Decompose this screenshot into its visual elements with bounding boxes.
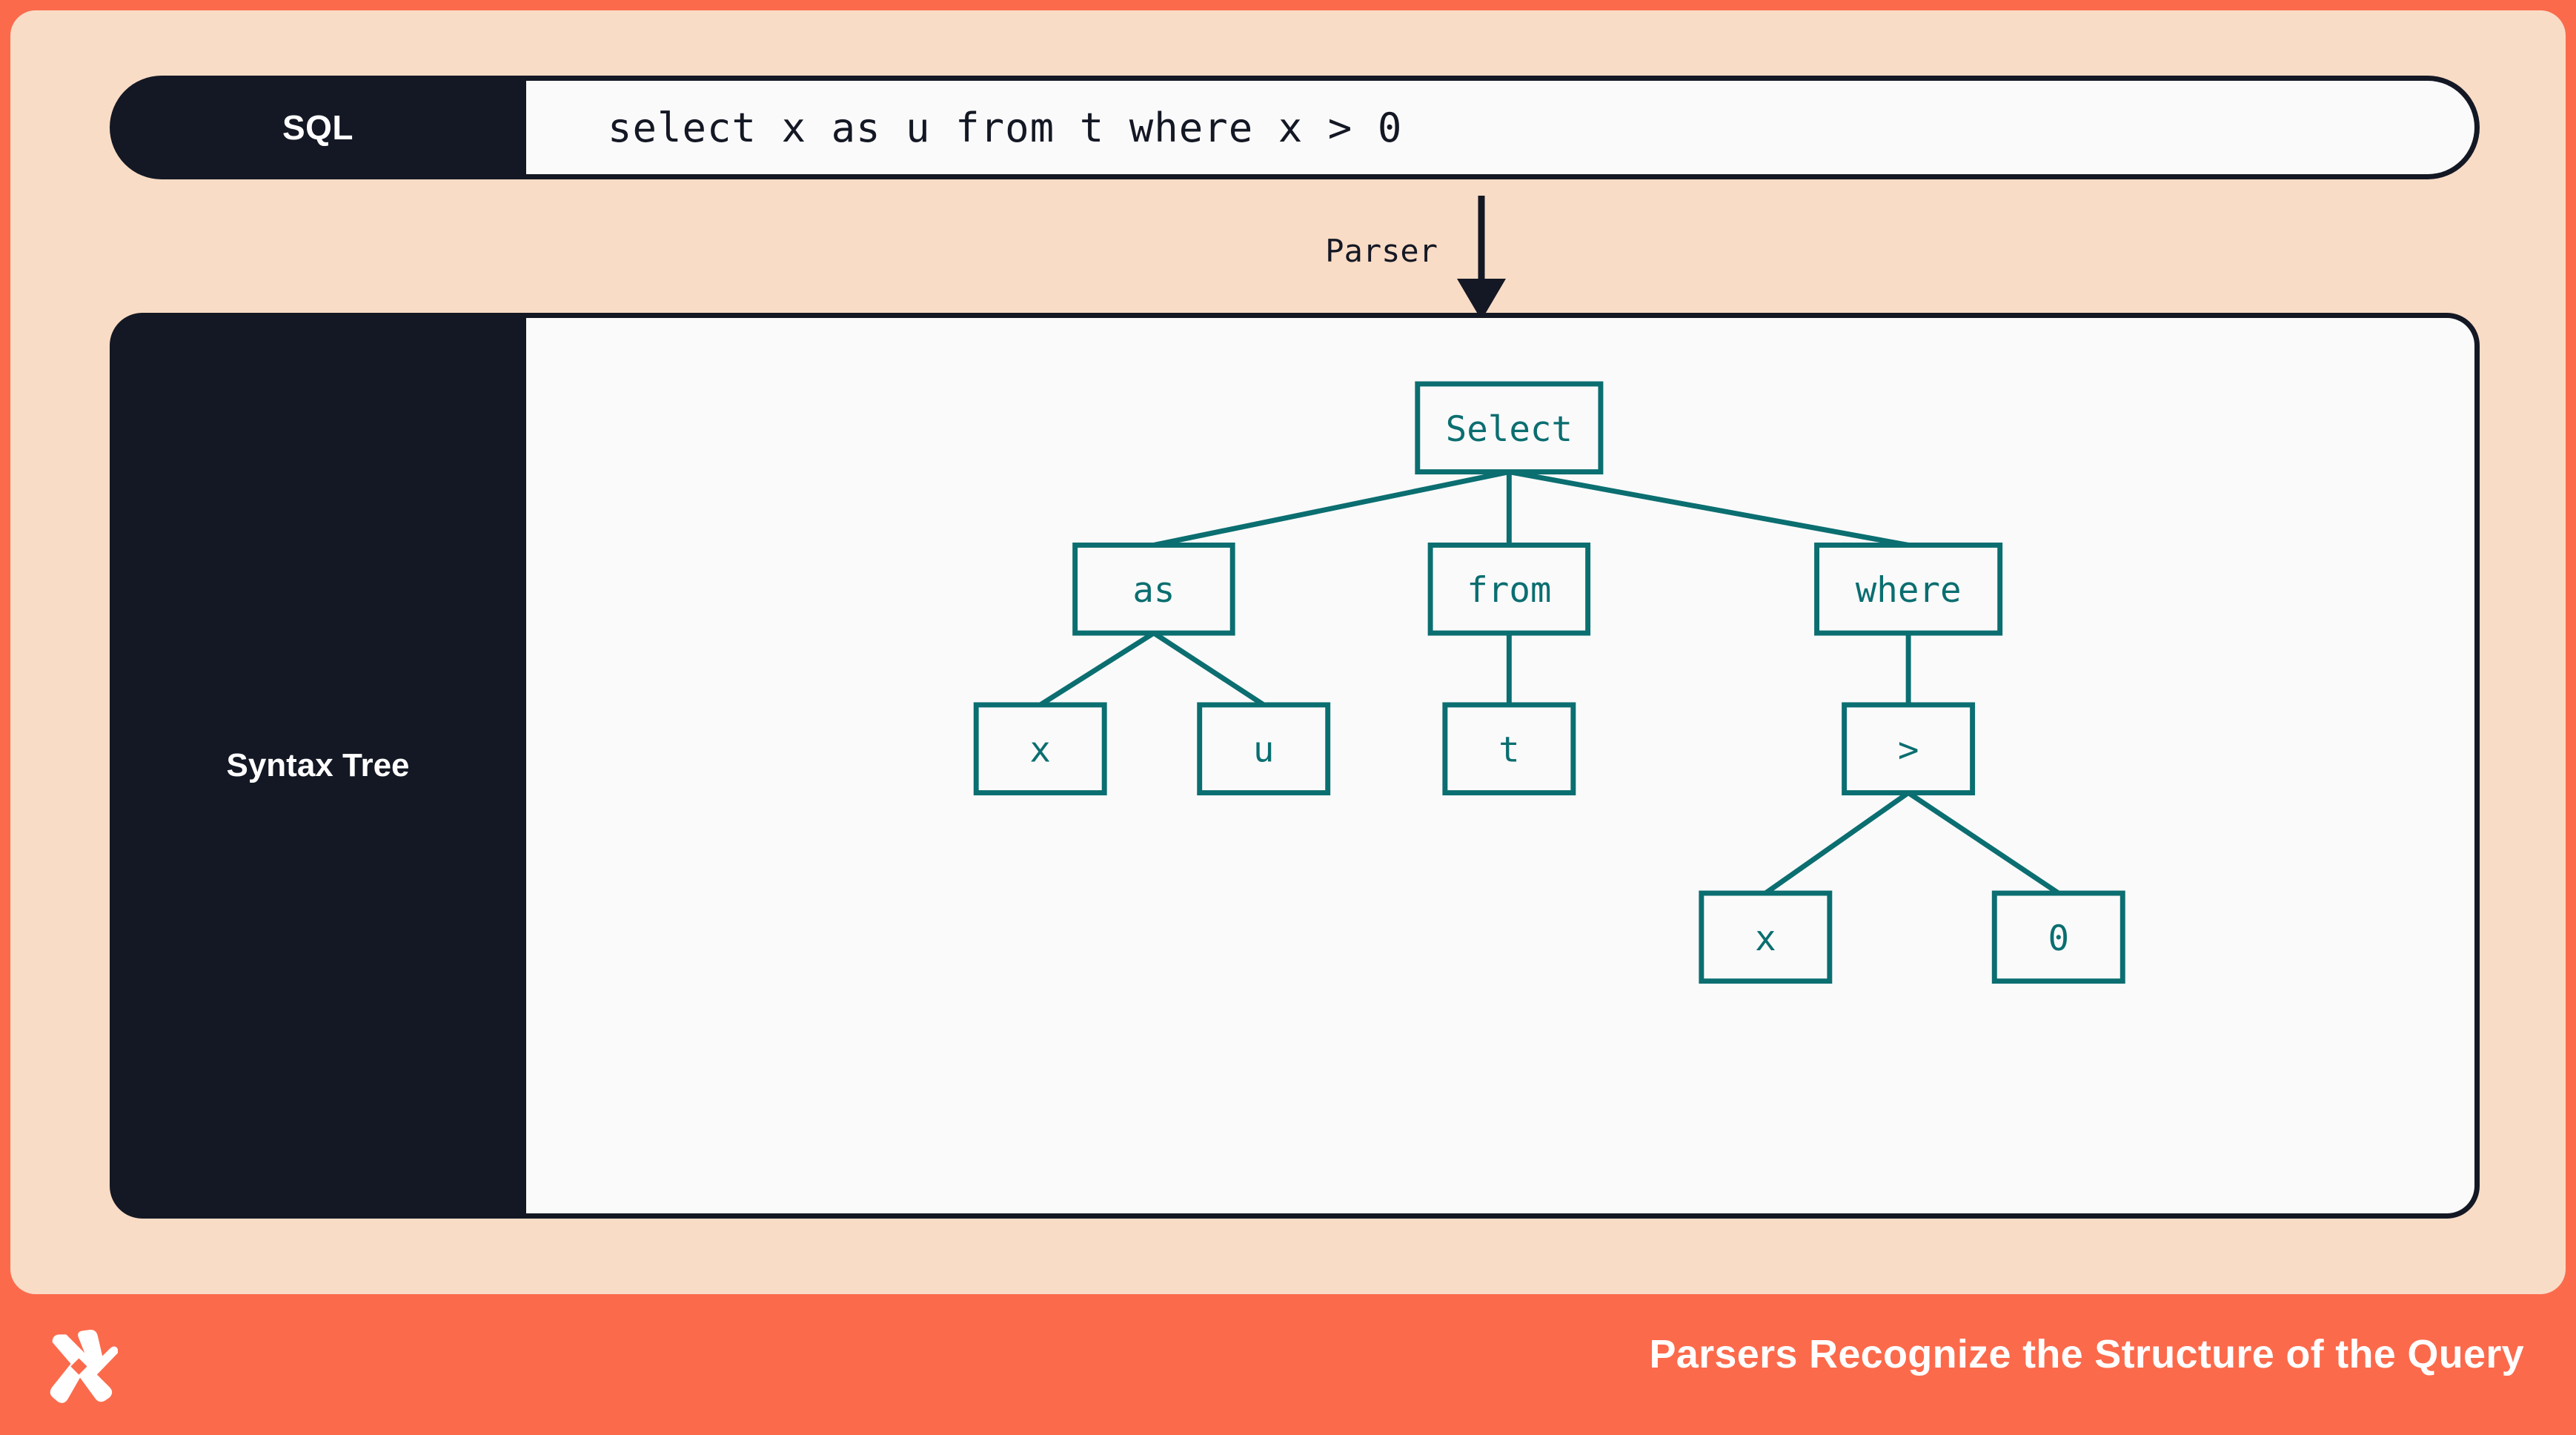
tree-node-box (1072, 542, 1235, 636)
syntax-tree-label: Syntax Tree (110, 313, 526, 1219)
tree-edge (1907, 790, 2060, 895)
tree-node-box (1442, 702, 1576, 796)
tree-edge (1152, 631, 1266, 707)
tree-node[interactable]: t (1442, 702, 1576, 796)
tree-node-label: where (1856, 570, 1962, 611)
tree-node-box (1991, 890, 2125, 984)
sql-query-text: select x as u from t where x > 0 (608, 104, 1403, 151)
tree-node-label: as (1132, 570, 1175, 611)
tree-node-box (1197, 702, 1331, 796)
arrow-down-icon (1457, 188, 1506, 320)
tree-edge (1153, 469, 1510, 548)
tree-node[interactable]: 0 (1991, 890, 2125, 984)
tree-node-box (1415, 381, 1604, 475)
tree-node[interactable]: x (1699, 890, 1833, 984)
syntax-tree-panel: Syntax Tree Select as from where x u t > x 0 (110, 313, 2480, 1219)
tree-node[interactable]: x (973, 702, 1107, 796)
tree-edge (1764, 790, 1911, 895)
tree-node-box (1842, 702, 1976, 796)
tree-node-box (973, 702, 1107, 796)
tree-node[interactable]: as (1072, 542, 1235, 636)
footer-bar: Parsers Recognize the Structure of the Q… (0, 1294, 2576, 1435)
tree-node-box (1814, 542, 2003, 636)
tree-edge (1038, 631, 1155, 707)
sql-query-field[interactable]: select x as u from t where x > 0 (526, 76, 2480, 179)
tree-node[interactable]: > (1842, 702, 1976, 796)
tree-node-label: x (1029, 730, 1051, 771)
tree-node-label: t (1498, 730, 1520, 771)
tree-node-label: u (1253, 730, 1275, 771)
tree-node-box (1699, 890, 1833, 984)
tree-node-label: from (1467, 570, 1551, 611)
tree-node-group: Select as from where x u t > x 0 (973, 381, 2125, 984)
footer-caption: Parsers Recognize the Structure of the Q… (1649, 1332, 2524, 1376)
tree-node[interactable]: u (1197, 702, 1331, 796)
sql-row-label: SQL (110, 76, 526, 179)
sql-row: SQL select x as u from t where x > 0 (110, 76, 2480, 179)
tree-node[interactable]: from (1427, 542, 1591, 636)
syntax-tree-svg: Select as from where x u t > x 0 (973, 381, 2125, 984)
parser-transform: Parser (1263, 188, 1589, 322)
tree-node-label: Select (1446, 409, 1573, 450)
tree-node-label: > (1898, 730, 1919, 771)
syntax-tree-canvas: Select as from where x u t > x 0 (526, 313, 2480, 1219)
tree-edge-group (1038, 469, 2060, 895)
tree-edge (1508, 469, 1909, 548)
content-card: SQL select x as u from t where x > 0 Par… (10, 10, 2566, 1294)
four-point-star-logo (50, 1330, 118, 1403)
tree-node[interactable]: where (1814, 542, 2003, 636)
tree-node-label: x (1755, 918, 1776, 959)
parser-label: Parser (1325, 233, 1438, 269)
tree-node-box (1427, 542, 1591, 636)
tree-node-label: 0 (2048, 918, 2069, 959)
tree-node[interactable]: Select (1415, 381, 1604, 475)
